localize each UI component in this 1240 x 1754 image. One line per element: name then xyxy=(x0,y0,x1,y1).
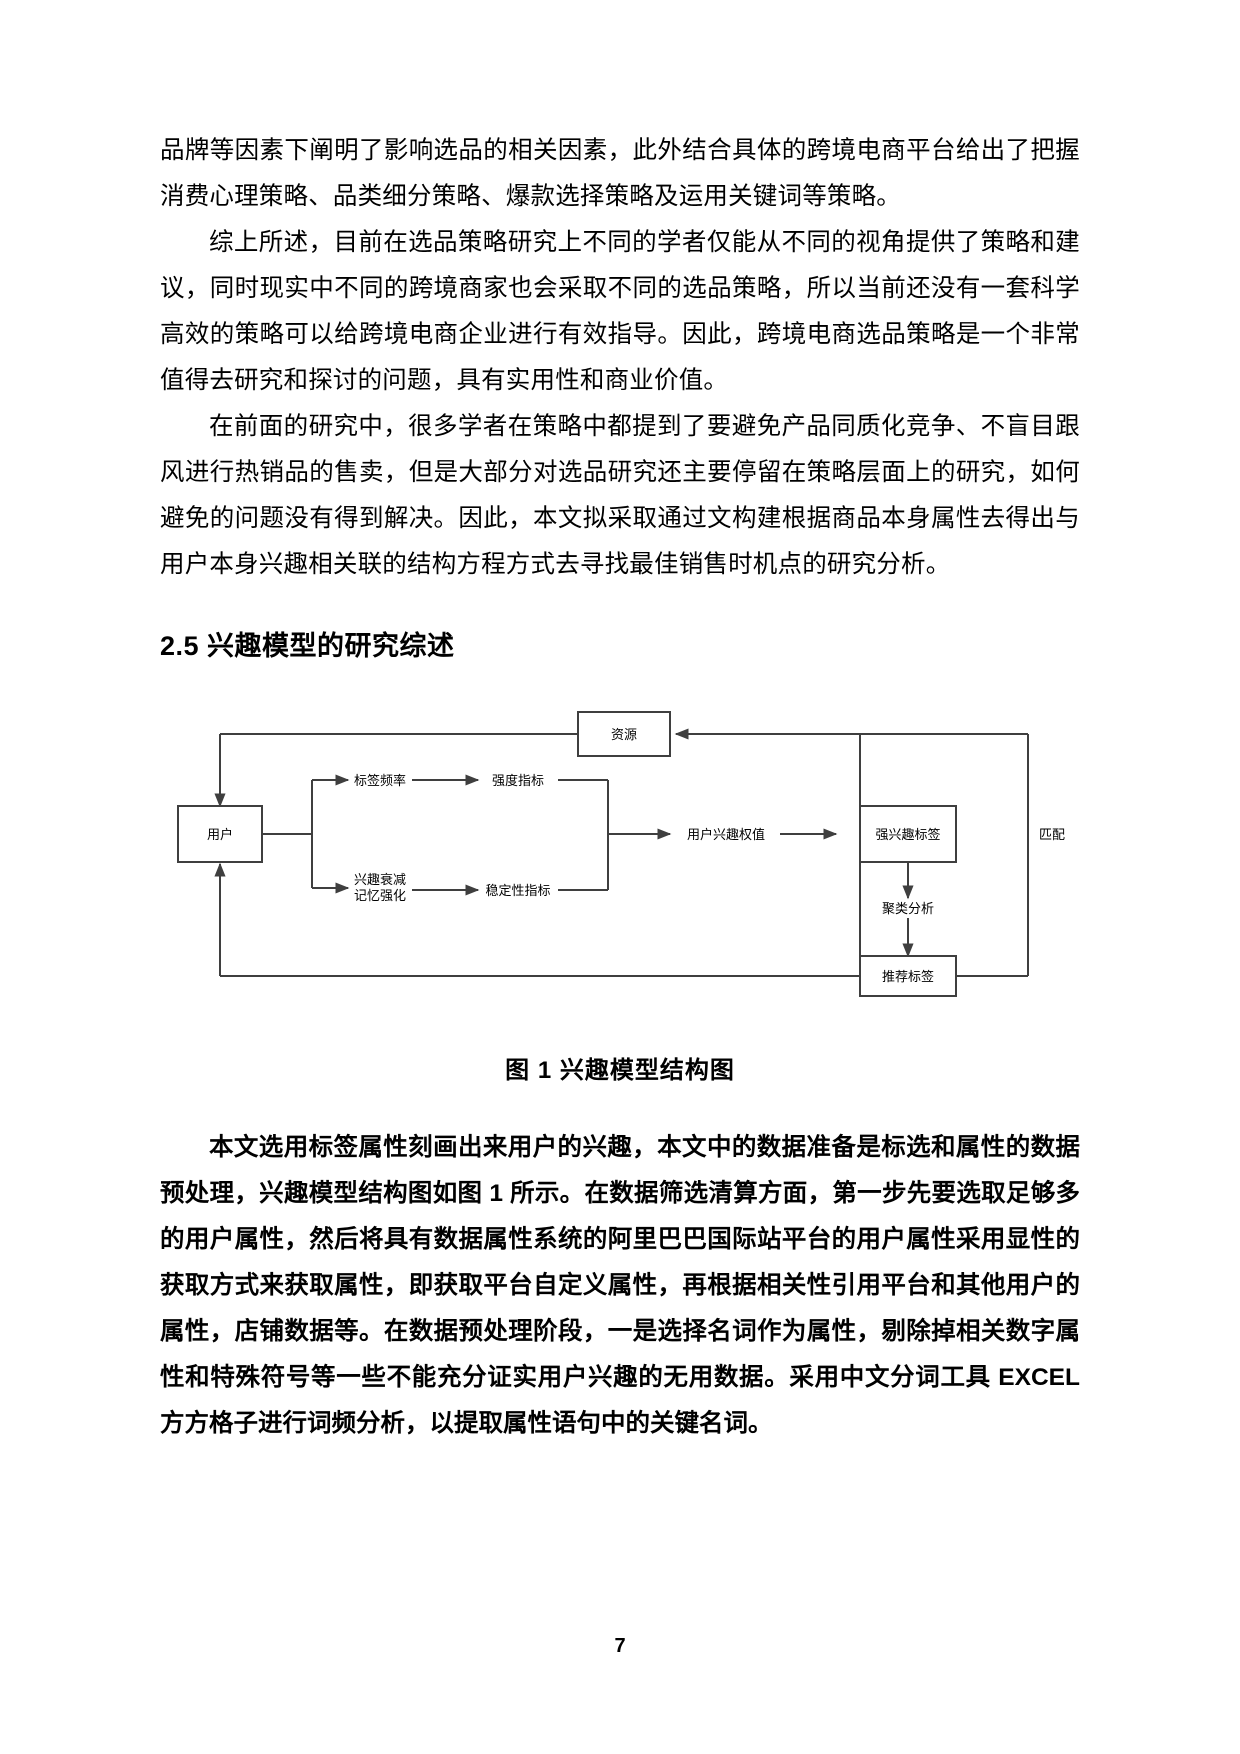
paragraph-1: 品牌等因素下阐明了影响选品的相关因素，此外结合具体的跨境电商平台给出了把握消费心… xyxy=(160,137,1080,210)
figure-caption: 图 1 兴趣模型结构图 xyxy=(505,1057,735,1084)
node-label-strong-interest-tag: 强兴趣标签 xyxy=(875,827,940,842)
interest-model-diagram: 资源 用户 标签频率 强度指标 兴趣衰减 记忆强化 稳定性指标 用户兴趣权值 强… xyxy=(160,694,1080,1004)
paragraph-2: 综上所述，目前在选品策略研究上不同的学者仅能从不同的视角提供了策略和建议，同时现… xyxy=(160,229,1080,394)
paragraph-3: 在前面的研究中，很多学者在策略中都提到了要避免产品同质化竞争、不盲目跟风进行热销… xyxy=(160,413,1080,578)
paragraph-group: 品牌等因素下阐明了影响选品的相关因素，此外结合具体的跨境电商平台给出了把握消费心… xyxy=(160,128,1080,220)
paragraph-group: 在前面的研究中，很多学者在策略中都提到了要避免产品同质化竞争、不盲目跟风进行热销… xyxy=(160,404,1080,588)
node-label-stability-index: 稳定性指标 xyxy=(485,883,550,898)
node-label-user: 用户 xyxy=(207,827,233,842)
node-label-interest-decay-1: 兴趣衰减 xyxy=(354,872,406,887)
node-label-user-interest-weight: 用户兴趣权值 xyxy=(687,827,765,842)
node-label-cluster-analysis: 聚类分析 xyxy=(882,901,934,916)
paragraph-group: 综上所述，目前在选品策略研究上不同的学者仅能从不同的视角提供了策略和建议，同时现… xyxy=(160,220,1080,404)
section-heading-2-5: 2.5 兴趣模型的研究综述 xyxy=(160,631,455,661)
node-label-recommend-tag: 推荐标签 xyxy=(882,969,934,984)
node-label-resource: 资源 xyxy=(611,727,637,742)
node-label-match: 匹配 xyxy=(1039,827,1065,842)
figure-interest-model: 资源 用户 标签频率 强度指标 兴趣衰减 记忆强化 稳定性指标 用户兴趣权值 强… xyxy=(160,694,1080,1024)
page-number: 7 xyxy=(614,1635,626,1657)
node-label-interest-decay-2: 记忆强化 xyxy=(354,888,406,903)
node-label-intensity-index: 强度指标 xyxy=(492,773,544,788)
closing-paragraph: 本文选用标签属性刻画出来用户的兴趣，本文中的数据准备是标选和属性的数据预处理，兴… xyxy=(160,1134,1080,1437)
node-label-tag-frequency: 标签频率 xyxy=(354,773,406,788)
